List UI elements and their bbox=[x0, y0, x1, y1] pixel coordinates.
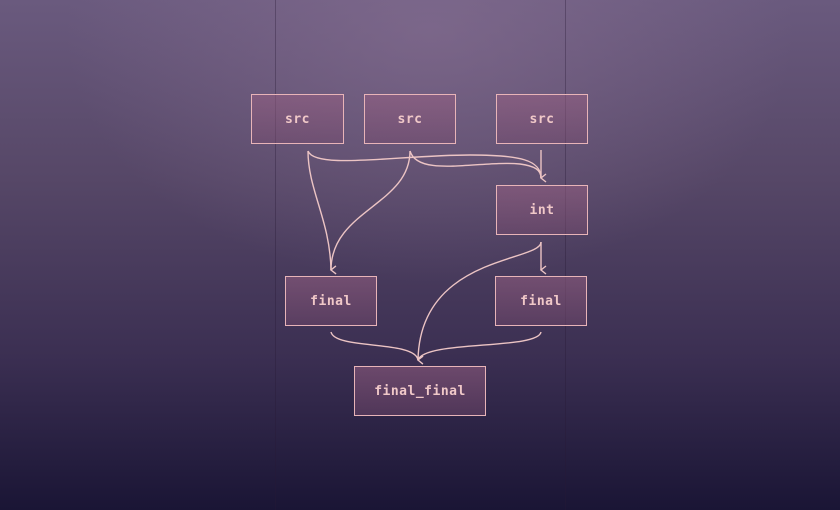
node-label: final_final bbox=[374, 383, 466, 399]
node-int[interactable]: int bbox=[496, 185, 588, 235]
edge-src2-int bbox=[409, 150, 542, 179]
node-label: final bbox=[520, 293, 562, 309]
node-src-2[interactable]: src bbox=[364, 94, 456, 144]
node-final-1[interactable]: final bbox=[285, 276, 377, 326]
node-src-1[interactable]: src bbox=[251, 94, 344, 144]
edge-src1-final1 bbox=[307, 150, 337, 275]
edge-src2-final1 bbox=[330, 150, 411, 271]
guide-line-left bbox=[275, 0, 276, 510]
node-label: int bbox=[529, 202, 555, 218]
edge-final1-finalfinal bbox=[330, 331, 419, 361]
node-final-2[interactable]: final bbox=[495, 276, 587, 326]
edge-src1-int bbox=[307, 150, 547, 183]
guide-line-right bbox=[565, 0, 566, 510]
edge-final2-finalfinal bbox=[417, 331, 542, 361]
node-label: src bbox=[285, 111, 310, 127]
node-src-3[interactable]: src bbox=[496, 94, 588, 144]
node-label: src bbox=[529, 111, 555, 127]
node-label: final bbox=[310, 293, 352, 309]
node-final-final[interactable]: final_final bbox=[354, 366, 486, 416]
edge-int-finalfinal bbox=[416, 241, 542, 365]
node-label: src bbox=[397, 111, 423, 127]
